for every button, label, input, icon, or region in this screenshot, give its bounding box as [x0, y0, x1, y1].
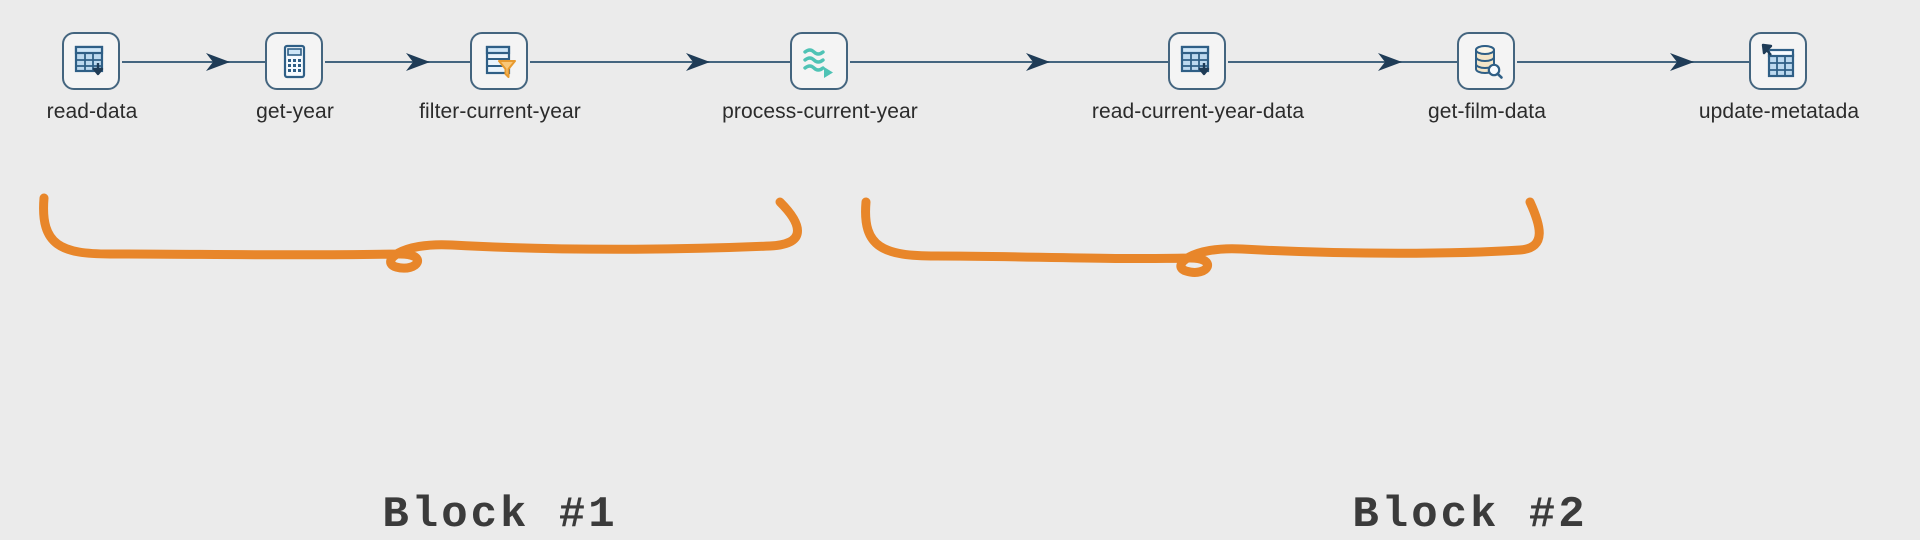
pipeline-node-get-film-data[interactable]: get-film-data — [1428, 32, 1546, 123]
node-box — [1457, 32, 1515, 90]
node-box — [62, 32, 120, 90]
pipeline-node-label: get-year — [256, 100, 334, 123]
block-caption-1: Block #1 — [382, 490, 618, 540]
pipeline-node-read-data[interactable]: read-data — [47, 32, 137, 123]
pipeline-node-get-year[interactable]: get-year — [256, 32, 334, 123]
node-box — [1168, 32, 1226, 90]
table-filter-icon — [485, 45, 516, 78]
pipeline-node-label: read-current-year-data — [1091, 100, 1305, 123]
pipeline-node-read-current-year-data[interactable]: read-current-year-data — [1092, 32, 1304, 123]
pipeline-node-process-current-year[interactable]: process-current-year — [722, 32, 918, 123]
pipeline-node-label: process-current-year — [722, 100, 918, 123]
node-box — [790, 32, 848, 90]
pipeline-node-filter-current-year[interactable]: filter-current-year — [419, 32, 581, 123]
calculator-icon — [283, 44, 306, 79]
pipeline-node-label: get-film-data — [1427, 100, 1547, 123]
node-box — [470, 32, 528, 90]
table-upload-icon — [1761, 43, 1795, 78]
brace-block-1 — [39, 193, 802, 273]
block-annotations: Block #1 Block #2 — [0, 150, 1920, 540]
block-caption-2: Block #2 — [1352, 490, 1588, 540]
node-box — [265, 32, 323, 90]
database-search-icon — [1475, 45, 1503, 79]
node-box — [1749, 32, 1807, 90]
pipeline-graph: read-data get-year — [0, 0, 1920, 150]
pipeline-edges — [122, 53, 1749, 71]
pipeline-node-label: update-metatada — [1698, 100, 1860, 123]
table-download-icon — [1180, 45, 1210, 76]
brace-shapes — [39, 193, 1544, 277]
stream-play-icon — [803, 48, 833, 78]
pipeline-node-update-metatada[interactable]: update-metatada — [1699, 32, 1859, 123]
brace-block-2 — [861, 197, 1544, 277]
pipeline-node-label: filter-current-year — [419, 100, 581, 123]
table-download-icon — [74, 45, 104, 76]
pipeline-node-label: read-data — [46, 100, 138, 123]
edge-arrowheads — [206, 53, 1694, 71]
